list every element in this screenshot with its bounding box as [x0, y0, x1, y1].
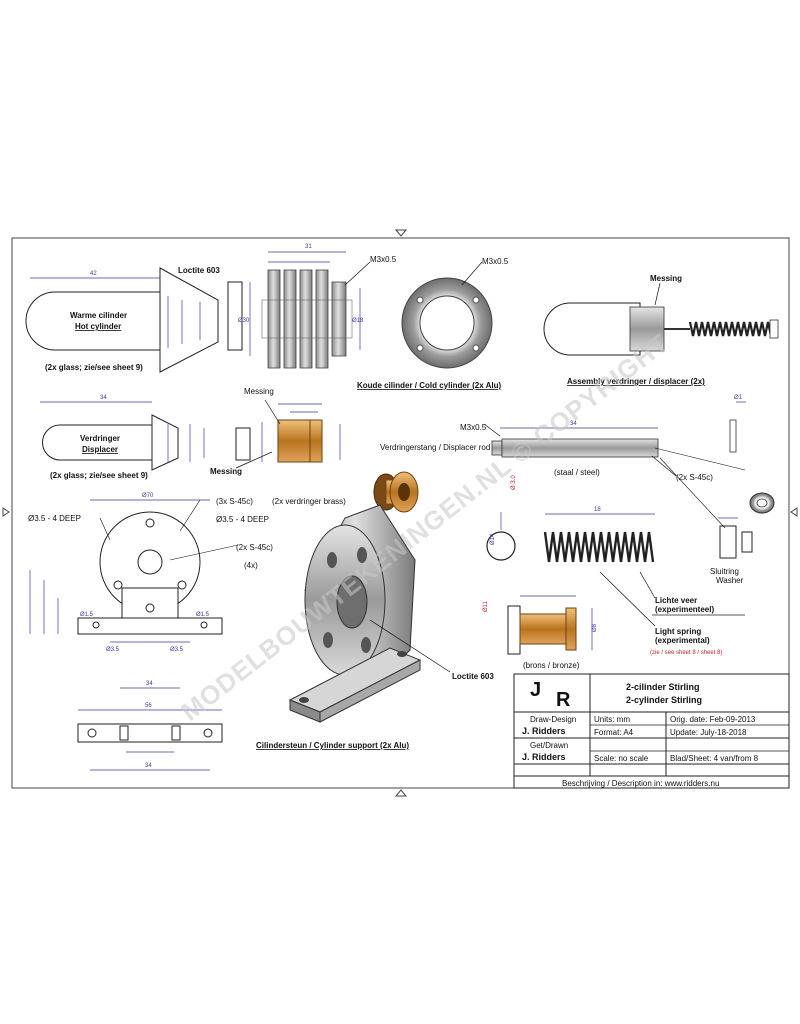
logo-letter-r: R [556, 689, 571, 711]
support-callout-2: (3x S-45c) [216, 497, 253, 506]
spring-label-nl: Lichte veer [655, 596, 697, 605]
svg-text:Ø1.5: Ø1.5 [196, 612, 210, 618]
cold-cylinder-thread: M3x0.5 [370, 255, 397, 264]
svg-text:Ø11: Ø11 [483, 600, 489, 612]
svg-text:18: 18 [594, 507, 601, 513]
svg-text:34: 34 [570, 421, 577, 427]
assembly-caption: Assembly verdringer / displacer (2x) [567, 377, 705, 386]
svg-text:Ø18: Ø18 [352, 318, 364, 324]
cylinder-support-isometric: Loctite 603 Cilindersteun / Cylinder sup… [256, 504, 494, 750]
washer-part: Sluitring Washer [659, 457, 775, 585]
displacer-note: (2x glass; zie/see sheet 9) [50, 471, 148, 480]
bronze-pin-view: Ø11 Ø8 (brons / bronze) [483, 595, 598, 670]
ring-thread: M3x0.5 [482, 257, 509, 266]
warm-cylinder-name-nl: Warme cilinder [70, 311, 127, 320]
spring-red-note: (zie / see sheet 8 / sheet 8) [650, 650, 722, 656]
svg-text:Ø70: Ø70 [142, 493, 154, 499]
bushing-note: (2x verdringer brass) [272, 497, 346, 506]
svg-text:Ø3.5: Ø3.5 [170, 647, 184, 653]
displacer-rod-view: 34 M3x0.5 Verdringerstang / Displacer ro… [380, 395, 746, 490]
svg-text:34: 34 [100, 395, 107, 401]
cold-cylinder-view: 31 Ø30 Ø18 M3x0.5 [227, 244, 397, 369]
support-callout-1: Ø3.5 - 4 DEEP [28, 514, 81, 523]
spool-part [373, 471, 419, 513]
small-ring-view: Ø14 [486, 512, 516, 561]
svg-text:Ø8: Ø8 [592, 623, 598, 632]
title-nl: 2-cilinder Stirling [626, 682, 700, 692]
displacer-name-en: Displacer [82, 445, 118, 454]
cylinder-support-bottom: 56 34 [77, 703, 223, 771]
rod-steel-label: (staal / steel) [554, 468, 600, 477]
displacer-name-nl: Verdringer [80, 434, 120, 443]
title-block: J R 2-cilinder Stirling 2-cylinder Stirl… [513, 673, 790, 789]
svg-text:31: 31 [305, 244, 312, 250]
svg-text:Ø 3.0: Ø 3.0 [511, 475, 517, 490]
rod-label-left: Verdringerstang / Displacer rod [380, 443, 490, 452]
assembly-spring [688, 321, 773, 337]
warm-cylinder-note: (2x glass; zie/see sheet 9) [45, 363, 143, 372]
sheet-field: Blad/Sheet: 4 van/from 8 [670, 754, 759, 763]
orig-date-field: Orig. date: Feb-09-2013 [670, 715, 756, 724]
cold-cylinder-caption: Koude cilinder / Cold cylinder (2x Alu) [357, 381, 502, 390]
assembly-label-messing: Messing [650, 274, 682, 283]
draw-design-label: Draw-Design [530, 715, 576, 724]
cylinder-ring-view: M3x0.5 Koude cilinder / Cold cylinder (2… [357, 257, 509, 390]
checked-label: Get/Drawn [530, 741, 568, 750]
svg-text:42: 42 [90, 271, 97, 277]
spring-label-nl-sub: (experimenteel) [655, 605, 714, 614]
rod-right-label: (2x S-45c) [676, 473, 713, 482]
svg-text:Ø30: Ø30 [238, 318, 250, 324]
support-callout-4: (2x S-45c) [236, 543, 273, 552]
svg-text:Ø1.5: Ø1.5 [80, 612, 94, 618]
washer-label-en: Washer [716, 576, 744, 585]
logo-letter-j: J [530, 679, 541, 701]
spring-label-en-sub: (experimental) [655, 636, 710, 645]
support-callout-3: Ø3.5 - 4 DEEP [216, 515, 269, 524]
spring-label-en: Light spring [655, 627, 701, 636]
pin-note: (brons / bronze) [523, 661, 580, 670]
svg-text:34: 34 [146, 681, 153, 687]
draw-design-name: J. Ridders [522, 726, 566, 736]
update-field: Update: July-18-2018 [670, 728, 747, 737]
svg-text:34: 34 [145, 763, 152, 769]
description-field: Beschrijving / Description in: www.ridde… [562, 779, 719, 788]
washer-label-nl: Sluitring [710, 567, 739, 576]
cooling-fins [261, 269, 353, 369]
checked-name: J. Ridders [522, 752, 566, 762]
warm-cylinder-name-en: Hot cylinder [75, 322, 121, 331]
displacer-view: 34 Verdringer Displacer (2x glass; zie/s… [40, 395, 205, 480]
bushing-view: Messing Messing (2x verdringer brass) [210, 387, 346, 506]
support-caption: Cilindersteun / Cylinder support (2x Alu… [256, 741, 409, 750]
assembly-view: Messing Assembly verdringer / displacer … [543, 274, 779, 386]
support-loctite: Loctite 603 [452, 672, 494, 681]
bushing-arrow-label: Messing [210, 467, 242, 476]
support-callout-5: (4x) [244, 561, 258, 570]
scale-field: Scale: no scale [594, 754, 649, 763]
svg-text:Ø3.5: Ø3.5 [106, 647, 120, 653]
warm-cylinder-view: 42 Loctite 603 Warme cilinder Hot cylind… [25, 266, 220, 373]
compression-spring: 18 Lichte veer (experimenteel) Light spr… [543, 507, 745, 656]
units-field: Units: mm [594, 715, 630, 724]
rod-thread: M3x0.5 [460, 423, 487, 432]
bushing-label: Messing [244, 387, 274, 396]
svg-text:Ø14: Ø14 [490, 533, 496, 545]
cylinder-support-front: Ø70 34 Ø3.5 Ø3.5 Ø1.5 Ø1.5 Ø3.5 - 4 DEEP… [28, 493, 273, 689]
svg-text:Ø1: Ø1 [734, 395, 743, 401]
warm-cylinder-loctite: Loctite 603 [178, 266, 220, 275]
format-field: Format: A4 [594, 728, 634, 737]
title-en: 2-cylinder Stirling [626, 695, 702, 705]
svg-text:56: 56 [145, 703, 152, 709]
